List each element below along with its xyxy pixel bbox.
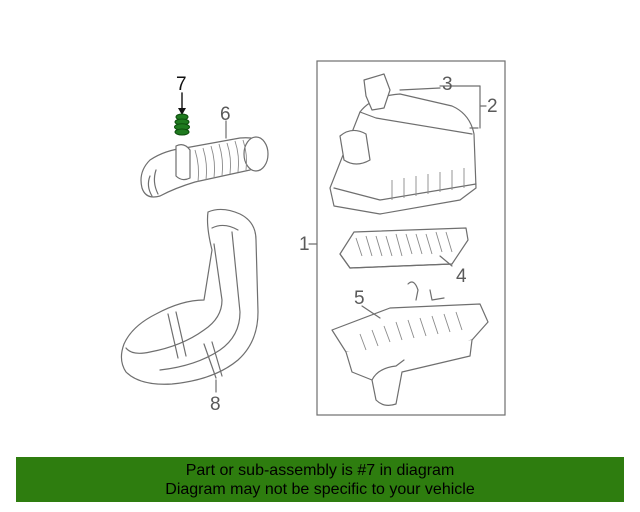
- callout-8: 8: [210, 394, 221, 415]
- part-7-clamp[interactable]: [174, 92, 190, 136]
- part-5-cleaner-case[interactable]: [331, 281, 489, 406]
- part-8-air-duct[interactable]: [120, 208, 259, 393]
- callout-4: 4: [456, 266, 467, 287]
- callout-3: 3: [442, 74, 453, 95]
- banner-line-1: Part or sub-assembly is #7 in diagram: [185, 461, 455, 479]
- part-6-intake-hose[interactable]: [140, 120, 269, 198]
- parts-diagram: 7 6 8 1 3 2 4 5: [120, 60, 506, 416]
- callout-7: 7: [176, 74, 187, 95]
- assembly-1-frame: [316, 60, 506, 416]
- banner-line-2: Diagram may not be specific to your vehi…: [165, 480, 475, 498]
- part-2-cleaner-cap[interactable]: [329, 73, 487, 215]
- callout-1: 1: [299, 234, 310, 255]
- callout-6: 6: [220, 104, 231, 125]
- part-4-filter-element[interactable]: [339, 227, 469, 269]
- callout-2: 2: [487, 96, 498, 117]
- vehicle-fit-banner: Part or sub-assembly is #7 in diagram Di…: [16, 457, 624, 502]
- callout-5: 5: [354, 288, 365, 309]
